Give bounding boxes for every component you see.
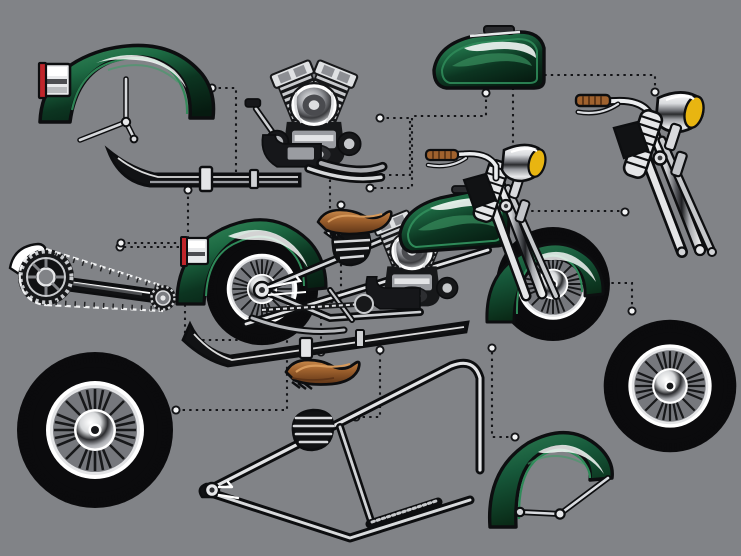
front-sprocket <box>148 283 178 313</box>
assembly-headlight <box>500 143 547 183</box>
assembly-chain <box>261 294 374 314</box>
oil-tank-pod <box>291 408 335 452</box>
part-solo-seat <box>284 358 361 390</box>
headlight <box>654 91 705 134</box>
assembly-rear-fender <box>175 218 328 306</box>
taillight <box>37 61 72 100</box>
part-swingarm-chain <box>8 242 178 313</box>
assembled-motorcycle <box>175 143 612 368</box>
assembly-engine <box>365 208 459 310</box>
assembly-exhaust <box>181 314 470 368</box>
assembly-front-fork <box>462 159 560 302</box>
part-exhaust-pipe <box>104 145 302 193</box>
assembly-swingarm <box>252 275 307 300</box>
part-frame <box>198 358 485 543</box>
fender-stays <box>514 475 611 520</box>
part-front-end <box>574 91 717 258</box>
part-front-fender <box>487 431 614 529</box>
assembly-seat <box>316 208 393 240</box>
drive-chain <box>18 247 164 313</box>
part-rear-fender <box>37 43 216 144</box>
fender-strut <box>77 76 139 144</box>
rear-sprocket <box>18 249 74 305</box>
part-engine-vtwin <box>244 58 388 184</box>
part-wheel-right <box>604 320 737 453</box>
part-wheel-left <box>17 352 173 508</box>
part-fuel-tank <box>432 25 546 90</box>
assembly-handlebar <box>424 143 547 183</box>
fork-legs <box>630 122 717 258</box>
